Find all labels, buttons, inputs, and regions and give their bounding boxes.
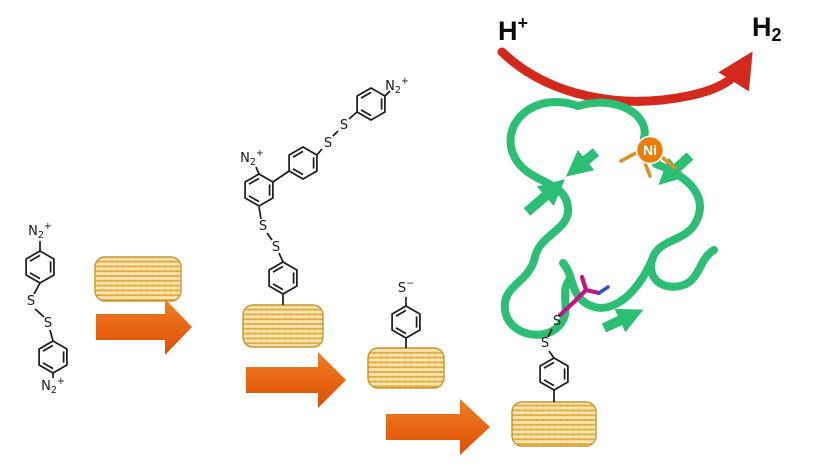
benzene-ring: [25, 250, 55, 284]
hydrogenase-assembly: Ni S S: [500, 98, 718, 447]
disulfide-anchor: S S: [541, 314, 561, 359]
bond-lines: [255, 90, 391, 305]
sulfur-label: S: [259, 219, 267, 234]
diazonium-label: N2+: [41, 376, 65, 396]
beta-strand: [565, 148, 600, 177]
benzene-ring: [539, 357, 569, 391]
sulfur-label: S: [44, 316, 52, 331]
diazonium-label: N2+: [28, 221, 52, 241]
electrode-1: [94, 256, 182, 302]
sulfur-label: S: [541, 336, 549, 351]
sulfur-label: S: [272, 240, 280, 255]
benzene-ring: [268, 261, 298, 295]
nickel-atom: [635, 135, 665, 165]
proton-reduction-arrow-icon: [497, 47, 753, 106]
cysteine-sticks: [557, 274, 610, 318]
diazonium-label: N2+: [240, 148, 264, 168]
diazonium-disulfide-structure: N2+ S S N2+: [25, 221, 68, 396]
sulfur-label: S: [340, 118, 348, 133]
h2-label: H2: [752, 12, 782, 45]
reaction-arrow-1-icon: [96, 299, 192, 355]
protein-ribbon: [500, 98, 718, 339]
electrode-4: [511, 401, 597, 447]
beta-strand: [658, 152, 694, 186]
nickel-label: Ni: [643, 142, 657, 158]
thiolate-monolayer-structure: S−: [367, 278, 445, 389]
reaction-arrow-2-icon: [246, 352, 346, 408]
sulfur-label: S: [27, 294, 35, 309]
benzene-ring: [244, 173, 274, 207]
electrode-3: [367, 347, 445, 389]
reaction-arrow-3-icon: [386, 399, 490, 455]
benzene-ring: [38, 340, 68, 374]
beta-strand: [523, 179, 565, 216]
beta-strand: [601, 308, 644, 333]
sulfur-label: S: [324, 136, 332, 151]
benzene-ring: [356, 87, 386, 121]
grafted-multilayer-structure: S S S S N2+ N2+: [240, 76, 409, 348]
diazonium-label: N2+: [385, 76, 409, 96]
electrode-2: [242, 304, 324, 348]
h-plus-label: H+: [498, 13, 528, 46]
nickel-site: Ni: [619, 135, 677, 178]
benzene-ring: [391, 305, 421, 339]
thiolate-label: S−: [398, 278, 414, 296]
sulfur-label: S: [553, 314, 561, 329]
benzene-ring: [288, 146, 318, 180]
